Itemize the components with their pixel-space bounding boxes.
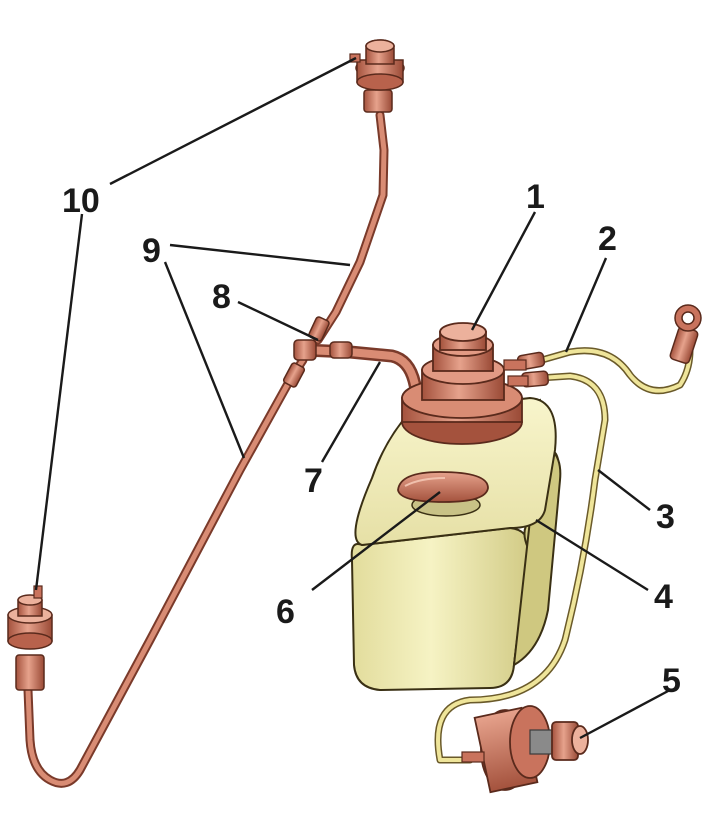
- lower-nozzle: [7, 585, 53, 691]
- callout-5: 5: [662, 662, 681, 700]
- washer-switch: [461, 705, 589, 794]
- callout-1: 1: [526, 178, 545, 216]
- callout-9: 9: [142, 232, 161, 270]
- filler-cap: [397, 471, 489, 517]
- ring-terminal: [669, 326, 699, 364]
- callout-6: 6: [276, 593, 295, 631]
- callout-7: 7: [304, 462, 323, 500]
- tee-fitting: [293, 339, 317, 361]
- lower-tube: [23, 355, 308, 788]
- callout-10: 10: [62, 182, 100, 220]
- callout-3: 3: [656, 498, 675, 536]
- leader-lines: [34, 56, 671, 740]
- callout-2: 2: [598, 220, 617, 258]
- upper-nozzle: [349, 39, 405, 113]
- callout-8: 8: [212, 278, 231, 316]
- callout-4: 4: [654, 578, 673, 616]
- washer-tubes: [23, 110, 422, 788]
- washer-pump: [401, 322, 529, 445]
- callout-labels: 1 2 3 4 5 6 7 8 9 10: [62, 178, 681, 700]
